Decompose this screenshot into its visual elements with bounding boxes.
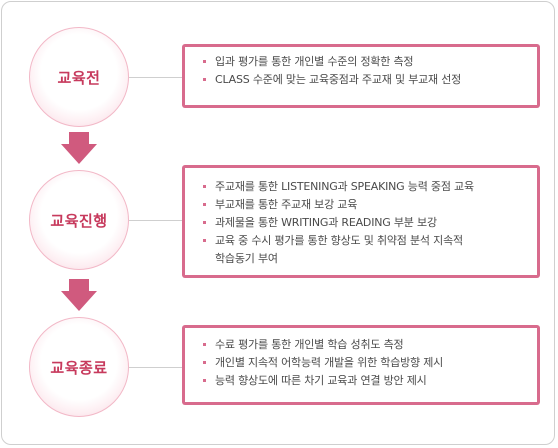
list-item: 수료 평가를 통한 개인별 학습 성취도 측정 — [203, 336, 525, 354]
list-item: CLASS 수준에 맞는 교육중점과 주교재 및 부교재 선정 — [203, 71, 525, 89]
list-item: 개인별 지속적 어학능력 개발을 위한 학습방향 제시 — [203, 354, 525, 372]
stage-circle-after: 교육종료 — [29, 317, 129, 417]
list-item: 입과 평가를 통한 개인별 수준의 정확한 측정 — [203, 53, 525, 71]
stage-box-after: 수료 평가를 통한 개인별 학습 성취도 측정 개인별 지속적 어학능력 개발을… — [182, 325, 540, 405]
list-item: 과제물을 통한 WRITING과 READING 부분 보강 — [203, 214, 525, 232]
stage-list-progress: 주교재를 통한 LISTENING과 SPEAKING 능력 중점 교육 부교재… — [203, 178, 525, 268]
stage-label-progress: 교육진행 — [50, 211, 108, 230]
stage-box-progress: 주교재를 통한 LISTENING과 SPEAKING 능력 중점 교육 부교재… — [182, 165, 540, 278]
connector-line-before — [129, 77, 182, 78]
stage-label-after: 교육종료 — [50, 358, 108, 377]
arrow-down-icon — [61, 132, 97, 164]
connector-line-after — [129, 367, 182, 368]
list-item: 부교재를 통한 주교재 보강 교육 — [203, 196, 525, 214]
stage-list-after: 수료 평가를 통한 개인별 학습 성취도 측정 개인별 지속적 어학능력 개발을… — [203, 336, 525, 390]
stage-circle-before: 교육전 — [29, 27, 129, 127]
list-item: 능력 향상도에 따른 차기 교육과 연결 방안 제시 — [203, 372, 525, 390]
stage-list-before: 입과 평가를 통한 개인별 수준의 정확한 측정 CLASS 수준에 맞는 교육… — [203, 53, 525, 89]
arrow-down-icon — [61, 279, 97, 311]
stage-box-before: 입과 평가를 통한 개인별 수준의 정확한 측정 CLASS 수준에 맞는 교육… — [182, 44, 540, 108]
stage-circle-progress: 교육진행 — [29, 170, 129, 270]
list-item: 주교재를 통한 LISTENING과 SPEAKING 능력 중점 교육 — [203, 178, 525, 196]
stage-label-before: 교육전 — [57, 68, 101, 87]
connector-line-progress — [129, 220, 182, 221]
